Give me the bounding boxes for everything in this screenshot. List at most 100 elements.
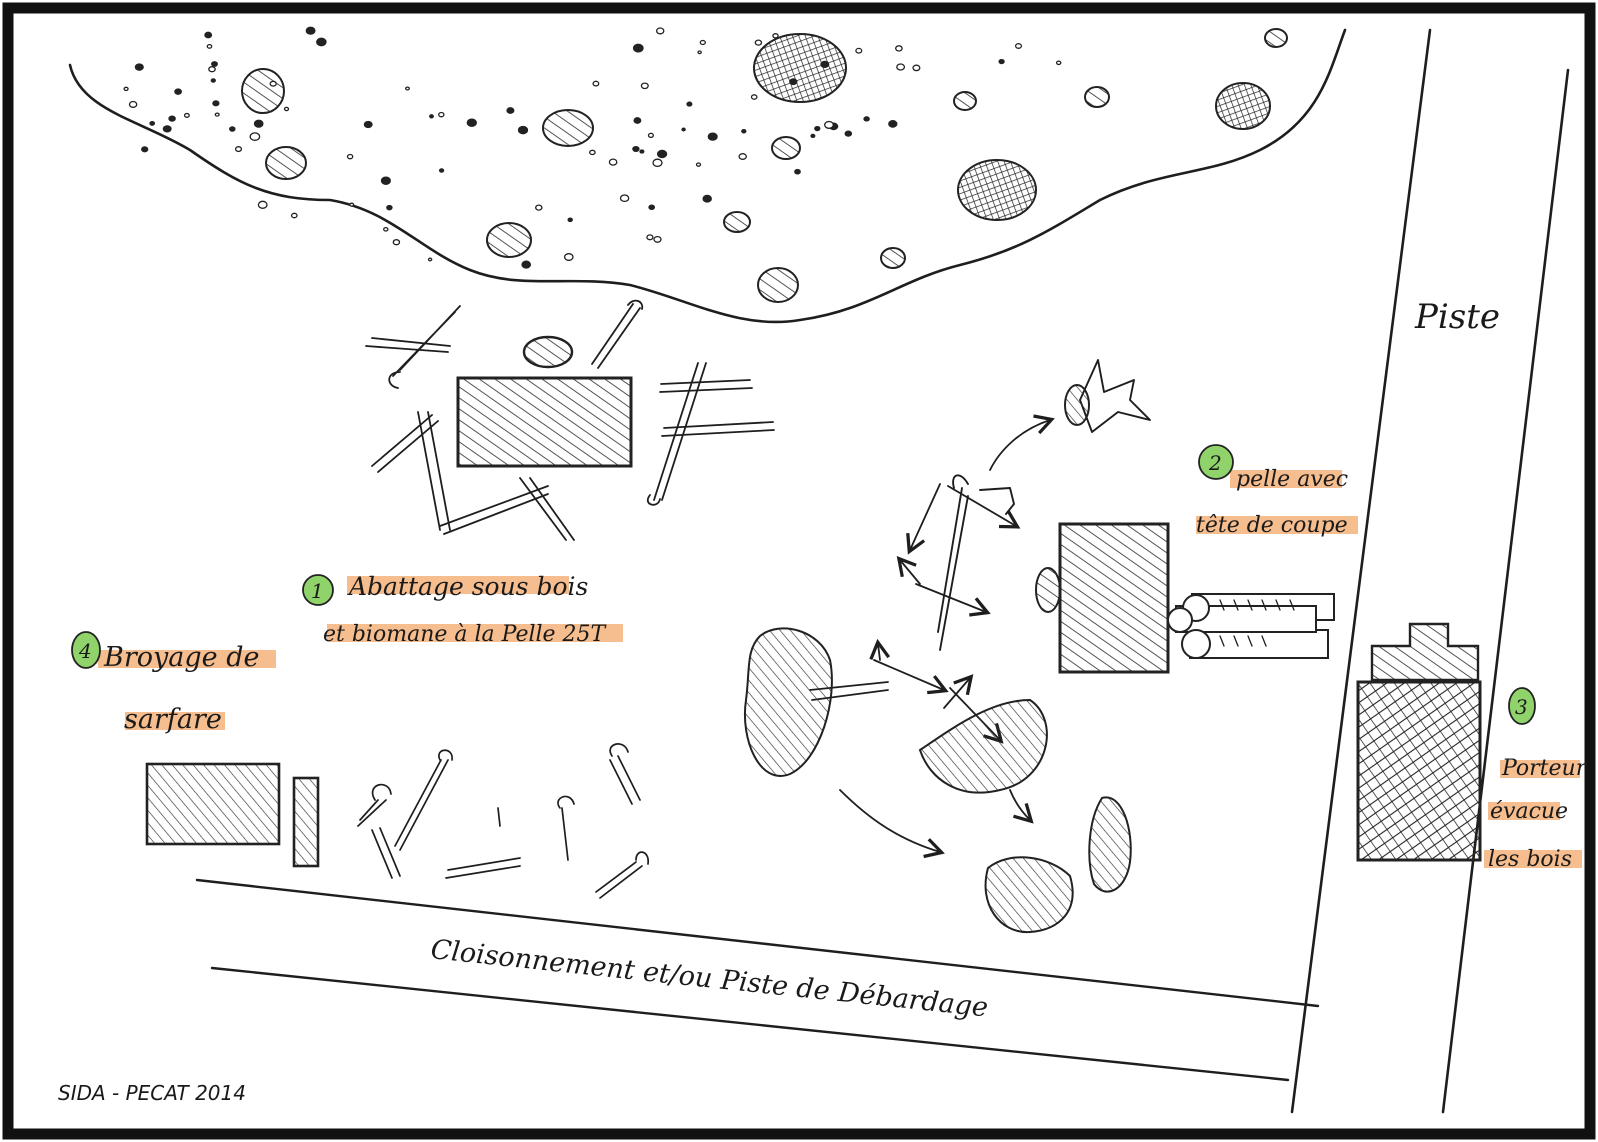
excavator-icon xyxy=(1036,524,1168,672)
canopy-dot xyxy=(739,154,746,160)
piste-road xyxy=(1292,30,1568,1112)
canopy-dot xyxy=(393,240,399,245)
canopy-dot xyxy=(209,67,215,72)
canopy-dot xyxy=(364,122,372,128)
canopy-dot xyxy=(205,32,212,37)
canopy-dot xyxy=(700,41,705,45)
canopy-dot xyxy=(634,118,641,123)
canopy-dot xyxy=(647,235,653,240)
canopy-dot xyxy=(467,119,476,126)
canopy-dot xyxy=(150,122,154,126)
canopy-dot xyxy=(440,169,444,172)
signature: SIDA - PECAT 2014 xyxy=(58,1081,246,1105)
canopy-dot xyxy=(317,38,326,45)
forest-canopy-icon xyxy=(70,27,1345,322)
canopy-dot xyxy=(755,40,761,45)
shrub-icon xyxy=(358,744,648,898)
arrow-icon xyxy=(810,420,1050,852)
canopy-dot xyxy=(698,51,701,54)
step2-line2: tête de coupe xyxy=(1196,513,1348,538)
canopy-dot xyxy=(348,155,353,159)
step3-annotation: 3 Porteur évacue les bois xyxy=(1484,688,1588,872)
canopy-dot xyxy=(999,60,1004,64)
canopy-dot xyxy=(429,258,432,261)
canopy-dot xyxy=(845,131,851,136)
canopy-dot xyxy=(306,27,315,34)
canopy-dot xyxy=(507,108,514,113)
excavator-icon xyxy=(458,337,631,466)
canopy-dot xyxy=(815,127,820,131)
canopy-dot xyxy=(682,128,685,131)
canopy-dot xyxy=(913,65,920,70)
canopy-dot xyxy=(649,133,654,137)
canopy-dot xyxy=(519,127,528,134)
canopy-dot xyxy=(212,62,218,66)
canopy-dot xyxy=(130,102,137,108)
canopy-dot xyxy=(1057,61,1061,64)
canopy-dot xyxy=(634,44,643,52)
canopy-dot xyxy=(213,101,219,106)
step4-line1: Broyage de xyxy=(103,642,259,673)
canopy-dot xyxy=(142,147,148,152)
canopy-dot xyxy=(703,195,711,202)
canopy-dot xyxy=(236,147,242,152)
canopy-dot xyxy=(565,254,573,261)
canopy-dot xyxy=(593,81,599,86)
canopy-dot xyxy=(387,206,392,210)
step3-line1: Porteur xyxy=(1501,756,1588,781)
step1-annotation: 1 Abattage sous bois et biomane à la Pel… xyxy=(303,572,623,647)
canopy-dot xyxy=(124,87,128,90)
step3-line2: évacue xyxy=(1490,799,1568,824)
canopy-dot xyxy=(430,115,434,118)
step3-number: 3 xyxy=(1515,695,1528,719)
canopy-dot xyxy=(590,150,595,154)
canopy-dot xyxy=(1016,44,1022,49)
page-frame xyxy=(8,8,1590,1134)
track-label: Cloisonnement et/ou Piste de Débardage xyxy=(429,934,989,1023)
canopy-dot xyxy=(285,107,289,110)
shrub-icon xyxy=(745,628,1131,932)
canopy-dot xyxy=(752,95,757,99)
canopy-dot xyxy=(896,46,902,51)
canopy-dot xyxy=(864,117,869,121)
canopy-dot xyxy=(609,159,616,165)
canopy-dot xyxy=(350,203,354,206)
canopy-dot xyxy=(382,177,391,184)
step4-annotation: 4 Broyage de sarfare xyxy=(72,632,276,735)
canopy-dot xyxy=(795,170,800,174)
canopy-dot xyxy=(897,64,905,70)
canopy-dot xyxy=(621,195,629,201)
step2-annotation: 2 pelle avec tête de coupe xyxy=(1196,445,1358,538)
canopy-dot xyxy=(687,102,692,106)
step1-line2: et biomane à la Pelle 25T xyxy=(323,622,608,647)
canopy-dot xyxy=(406,87,410,90)
canopy-dot xyxy=(633,147,639,152)
canopy-dot xyxy=(255,120,263,127)
canopy-dot xyxy=(641,83,648,88)
canopy-dot xyxy=(825,122,834,129)
canopy-dot xyxy=(250,133,259,140)
step2-line1: pelle avec xyxy=(1236,467,1348,492)
canopy-dot xyxy=(708,133,717,140)
canopy-dot xyxy=(215,113,219,116)
mulcher-icon xyxy=(147,764,318,866)
canopy-dot xyxy=(522,261,530,268)
canopy-dot xyxy=(640,150,644,153)
step4-line2: sarfare xyxy=(124,704,222,735)
log-pile-icon xyxy=(1168,594,1334,658)
canopy-dot xyxy=(230,127,235,131)
canopy-dot xyxy=(856,48,862,53)
step3-line3: les bois xyxy=(1488,847,1572,872)
canopy-dot xyxy=(163,126,171,132)
canopy-dot xyxy=(658,150,667,157)
step1-number: 1 xyxy=(311,579,324,603)
canopy-dot xyxy=(169,116,175,121)
piste-label: Piste xyxy=(1414,297,1500,337)
step1-line1: Abattage sous bois xyxy=(347,572,588,601)
canopy-dot xyxy=(258,201,267,208)
canopy-dot xyxy=(568,218,572,221)
canopy-dot xyxy=(811,134,815,137)
canopy-dot xyxy=(292,213,297,217)
canopy-dot xyxy=(175,89,181,94)
canopy-dot xyxy=(649,205,654,209)
